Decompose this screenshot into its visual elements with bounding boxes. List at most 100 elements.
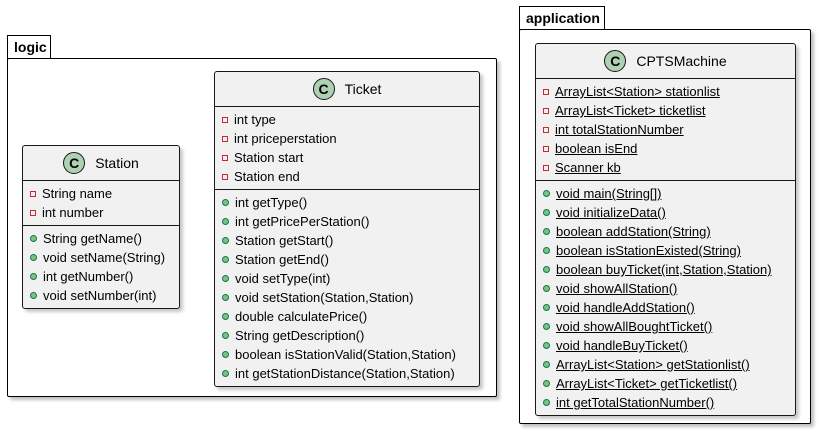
method-row: void handleAddStation()	[536, 298, 795, 317]
method-row: String getName()	[23, 229, 179, 248]
private-visibility-icon	[543, 145, 549, 152]
method-text: String getDescription()	[235, 328, 365, 343]
public-visibility-icon	[30, 292, 37, 299]
class-header: C Ticket	[215, 72, 479, 107]
private-visibility-icon	[222, 154, 228, 161]
public-visibility-icon	[543, 266, 550, 273]
package-name-logic: logic	[14, 39, 47, 55]
private-visibility-icon	[222, 135, 228, 142]
method-text: boolean buyTicket(int,Station,Station)	[556, 262, 772, 277]
method-row: void setNumber(int)	[23, 286, 179, 305]
class-name: Ticket	[344, 81, 382, 97]
method-row: boolean buyTicket(int,Station,Station)	[536, 260, 795, 279]
public-visibility-icon	[222, 313, 229, 320]
public-visibility-icon	[222, 332, 229, 339]
public-visibility-icon	[222, 370, 229, 377]
package-tab-application: application	[519, 6, 605, 30]
field-text: int priceperstation	[234, 131, 337, 146]
public-visibility-icon	[543, 209, 550, 216]
field-text: ArrayList<Ticket> ticketlist	[555, 103, 706, 118]
method-text: int getPricePerStation()	[235, 214, 370, 229]
method-row: int getPricePerStation()	[215, 212, 479, 231]
private-visibility-icon	[543, 107, 549, 114]
private-visibility-icon	[543, 164, 549, 171]
method-text: int getTotalStationNumber()	[556, 395, 715, 410]
method-text: String getName()	[43, 231, 142, 246]
method-row: void showAllBoughtTicket()	[536, 317, 795, 336]
method-row: void main(String[])	[536, 184, 795, 203]
public-visibility-icon	[543, 342, 550, 349]
public-visibility-icon	[543, 304, 550, 311]
field-text: int totalStationNumber	[555, 122, 684, 137]
public-visibility-icon	[222, 275, 229, 282]
public-visibility-icon	[222, 199, 229, 206]
method-row: void setStation(Station,Station)	[215, 288, 479, 307]
method-text: Station getEnd()	[235, 252, 329, 267]
class-badge-icon: C	[604, 50, 627, 72]
method-row: Station getStart()	[215, 231, 479, 250]
method-row: boolean isStationExisted(String)	[536, 241, 795, 260]
method-row: Station getEnd()	[215, 250, 479, 269]
public-visibility-icon	[30, 273, 37, 280]
field-row: int totalStationNumber	[536, 120, 795, 139]
methods-section: String getName() void setName(String) int …	[23, 225, 179, 308]
method-text: void showAllStation()	[556, 281, 678, 296]
method-row: double calculatePrice()	[215, 307, 479, 326]
method-text: int getType()	[235, 195, 308, 210]
class-badge-icon: C	[312, 78, 335, 100]
field-text: Scanner kb	[555, 160, 621, 175]
field-row: Scanner kb	[536, 158, 795, 177]
method-text: int getNumber()	[43, 269, 134, 284]
method-text: void setStation(Station,Station)	[235, 290, 414, 305]
field-text: String name	[42, 186, 113, 201]
package-tab-logic: logic	[7, 35, 51, 59]
method-row: int getType()	[215, 193, 479, 212]
field-text: Station end	[234, 169, 300, 184]
method-text: void setType(int)	[235, 271, 331, 286]
private-visibility-icon	[543, 126, 549, 133]
method-text: void setName(String)	[43, 250, 166, 265]
method-text: ArrayList<Ticket> getTicketlist()	[556, 376, 738, 391]
field-text: boolean isEnd	[555, 141, 638, 156]
field-row: int priceperstation	[215, 129, 479, 148]
public-visibility-icon	[222, 256, 229, 263]
method-text: void handleBuyTicket()	[556, 338, 688, 353]
method-row: void handleBuyTicket()	[536, 336, 795, 355]
method-text: void showAllBoughtTicket()	[556, 319, 713, 334]
class-badge-icon: C	[63, 152, 86, 174]
public-visibility-icon	[222, 351, 229, 358]
field-row: Station start	[215, 148, 479, 167]
field-row: Station end	[215, 167, 479, 186]
private-visibility-icon	[30, 209, 36, 216]
method-text: double calculatePrice()	[235, 309, 368, 324]
field-row: int type	[215, 110, 479, 129]
public-visibility-icon	[543, 399, 550, 406]
methods-section: int getType() int getPricePerStation() Sta…	[215, 189, 479, 386]
class-cptsmachine: C CPTSMachine ArrayList<Station> station…	[535, 43, 796, 416]
field-row: ArrayList<Station> stationlist	[536, 82, 795, 101]
method-row: void showAllStation()	[536, 279, 795, 298]
public-visibility-icon	[543, 380, 550, 387]
field-text: Station start	[234, 150, 304, 165]
package-name-application: application	[526, 10, 600, 26]
method-row: String getDescription()	[215, 326, 479, 345]
private-visibility-icon	[222, 116, 228, 123]
method-row: void initializeData()	[536, 203, 795, 222]
public-visibility-icon	[222, 218, 229, 225]
method-row: int getTotalStationNumber()	[536, 393, 795, 412]
method-text: ArrayList<Station> getStationlist()	[556, 357, 750, 372]
method-text: void main(String[])	[556, 186, 662, 201]
public-visibility-icon	[543, 247, 550, 254]
public-visibility-icon	[222, 294, 229, 301]
public-visibility-icon	[30, 254, 37, 261]
field-text: int number	[42, 205, 104, 220]
method-text: boolean addStation(String)	[556, 224, 711, 239]
method-row: boolean isStationValid(Station,Station)	[215, 345, 479, 364]
fields-section: String name int number	[23, 181, 179, 225]
method-row: int getNumber()	[23, 267, 179, 286]
method-row: void setType(int)	[215, 269, 479, 288]
